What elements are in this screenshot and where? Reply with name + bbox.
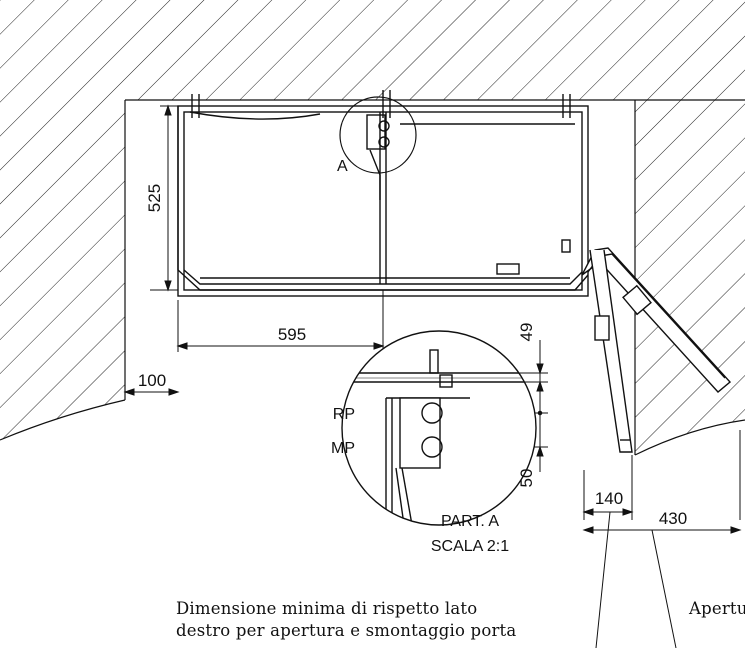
clearance-note-line2: destro per apertura e smontaggio porta xyxy=(176,621,517,640)
clearance-note-line1: Dimensione minima di rispetto lato xyxy=(176,599,478,618)
dim-100: 100 xyxy=(138,371,166,390)
detail-marker-label: A xyxy=(337,158,348,175)
dim-595: 595 xyxy=(278,325,306,344)
clearance-note: Dimensione minima di rispetto lato destr… xyxy=(176,598,576,642)
part-a-title: PART. A xyxy=(441,513,499,530)
rp-label: RP xyxy=(333,406,355,423)
dim-525: 525 xyxy=(145,184,164,212)
dim-49: 49 xyxy=(517,323,536,342)
wall-hatching xyxy=(0,0,745,456)
opening-note-partial: Apertu xyxy=(689,599,745,618)
cabinet-outline xyxy=(177,90,589,297)
opening-note: Apertu xyxy=(689,598,745,620)
part-a-scale: SCALA 2:1 xyxy=(431,538,509,555)
detail-a-circle xyxy=(339,96,417,174)
mp-label: MP xyxy=(331,440,355,457)
dim-140: 140 xyxy=(595,489,623,508)
dim-430: 430 xyxy=(659,509,687,528)
dim-50: 50 xyxy=(517,469,536,488)
open-door xyxy=(581,247,732,453)
detail-view-part-a xyxy=(341,330,537,526)
